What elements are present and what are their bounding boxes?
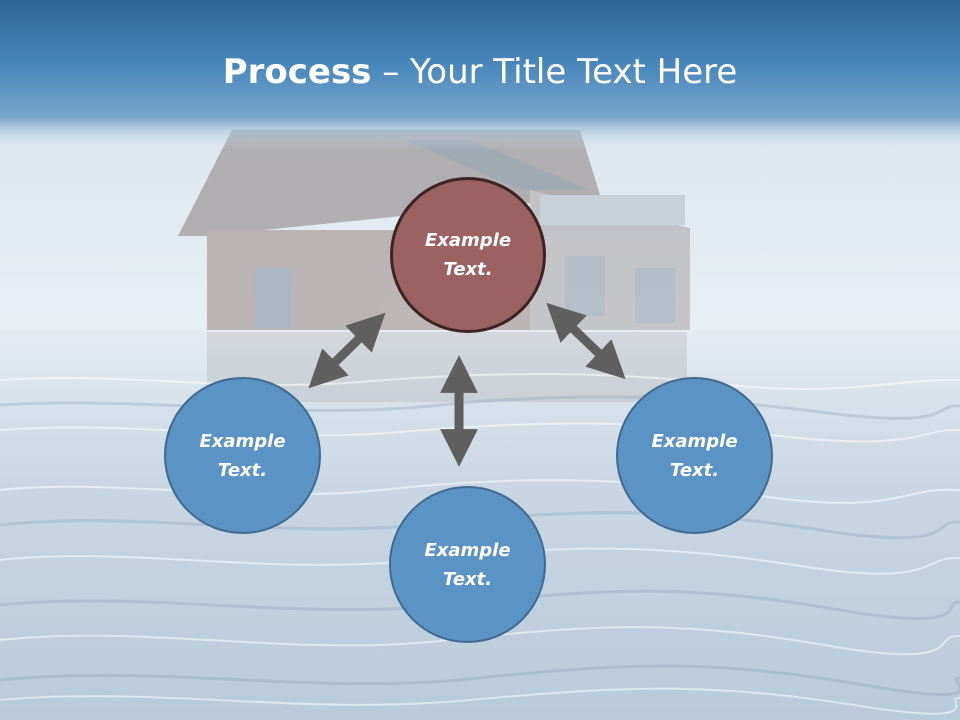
- node-right-label: Example Text.: [651, 430, 738, 481]
- title-rest-text: – Your Title Text Here: [371, 52, 738, 92]
- title-bold-text: Process: [222, 52, 372, 92]
- process-node-left[interactable]: Example Text.: [164, 377, 321, 534]
- process-node-top[interactable]: Example Text.: [390, 177, 546, 333]
- process-node-bottom[interactable]: Example Text.: [389, 486, 546, 643]
- process-node-right[interactable]: Example Text.: [616, 377, 773, 534]
- node-top-label: Example Text.: [424, 230, 512, 280]
- node-bottom-label: Example Text.: [424, 539, 511, 590]
- title-bar: [0, 0, 960, 150]
- slide-title: Process – Your Title Text Here: [0, 52, 960, 92]
- node-left-label: Example Text.: [199, 430, 286, 481]
